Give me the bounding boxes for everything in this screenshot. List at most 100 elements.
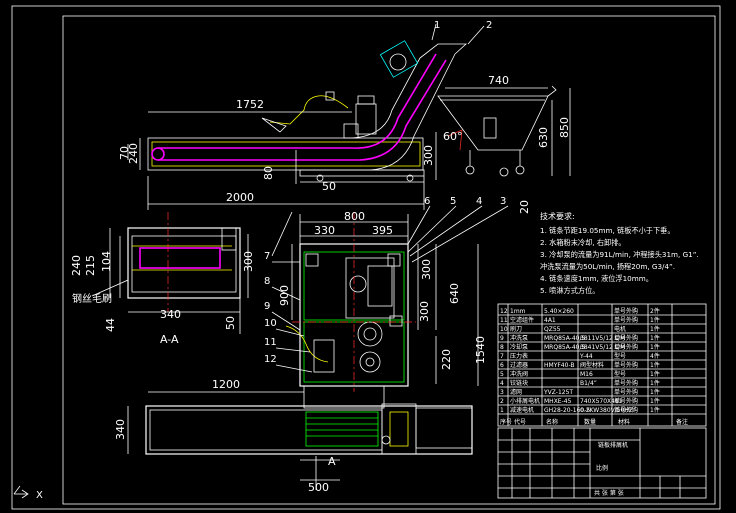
dim-aa-50: 50	[224, 316, 237, 330]
bom-cell-index: 2	[500, 398, 504, 405]
dim-80-top: 80	[262, 166, 275, 180]
balloon-9: 9	[264, 301, 270, 312]
dim-740: 740	[488, 74, 509, 87]
technical-notes: 技术要求: 1. 链条节距19.05mm, 链板不小于下垂。 2. 水箱粉末冷却…	[540, 211, 699, 295]
dim-850: 850	[558, 117, 571, 138]
bom-cell-name: 冷却泵	[510, 343, 528, 351]
bom-cell-note: 1件	[650, 406, 660, 414]
bom-cell-mat: 单号外购	[614, 307, 638, 315]
bom-cell-spec: MHXE-45	[544, 398, 572, 405]
dim-aa-104: 104	[100, 251, 113, 272]
note-line-1: 1. 链条节距19.05mm, 链板不小于下垂。	[540, 226, 675, 235]
bom-cell-index: 1	[500, 407, 504, 414]
bom-cell-mat: 型号	[614, 370, 626, 378]
dim-240-top: 240	[127, 143, 140, 164]
bom-cell-index: 5	[500, 371, 504, 378]
bom-cell-spec: HMYF40-B	[544, 362, 575, 369]
bom-cell-index: 11	[500, 317, 508, 324]
bom-cell-note: 4件	[650, 352, 660, 360]
bom-header-cell: 数量	[584, 418, 596, 426]
pump-motor	[355, 103, 377, 135]
bom-cell-spec: 5.40×260	[544, 308, 574, 315]
dim-60deg: 60°	[443, 130, 463, 143]
bom-cell-note: 2件	[650, 307, 660, 315]
bom-cell-mat: 单号外购	[614, 379, 638, 387]
bom-cell-note: 1件	[650, 388, 660, 396]
dim-1540: 1540	[474, 336, 487, 364]
dim-aa-215: 215	[84, 255, 97, 276]
balloon-6: 6	[424, 196, 430, 207]
bom-cell-mat: 单号外购	[614, 406, 638, 414]
bom-header-cell: 材料	[618, 418, 630, 426]
bom-cell-mat: 单号外购	[614, 361, 638, 369]
dim-1752: 1752	[236, 98, 264, 111]
balloon-2: 2	[486, 20, 492, 31]
title-block: 链板排屑机 比例 共 张 第 张	[497, 427, 707, 499]
conveyor-elevation-view	[127, 23, 571, 210]
section-arrow-label: A	[328, 455, 336, 468]
balloon-8: 8	[264, 276, 270, 287]
bom-cell-mat: 单号外购	[614, 397, 638, 405]
ucs-icon: X	[13, 485, 43, 501]
dim-300-plan-a: 300	[420, 259, 433, 280]
chip-cart	[437, 95, 549, 151]
section-aa-view	[91, 212, 249, 334]
dim-330: 330	[314, 224, 335, 237]
bom-cell-index: 10	[500, 326, 508, 333]
bom-cell-index: 9	[500, 335, 504, 342]
bom-cell-mat: 电机	[614, 325, 626, 333]
bom-header-cell: 备注	[676, 418, 688, 426]
dim-aa-300: 300	[242, 251, 255, 272]
bom-cell-note: 1件	[650, 334, 660, 342]
bom-cell-mat: 单号外购	[614, 388, 638, 396]
bom-cell-index: 4	[500, 380, 504, 387]
coolant-hose	[269, 95, 349, 125]
plan-view	[285, 205, 509, 392]
bom-cell-name: 1mm	[510, 308, 526, 315]
bom-cell-qty: 0.2KW380V/50HZ	[580, 407, 633, 414]
drawing-name: 链板排屑机	[598, 441, 628, 449]
conveyor-plan-view	[127, 385, 473, 490]
bom-cell-note: 1件	[650, 361, 660, 369]
dim-300-top: 300	[422, 145, 435, 166]
dim-395: 395	[372, 224, 393, 237]
balloon-10: 10	[264, 318, 277, 329]
note-line-2: 2. 水箱粉末冷却, 右卸排。	[540, 238, 626, 247]
balloon-1: 1	[434, 20, 440, 31]
dim-aa-240: 240	[70, 255, 83, 276]
bom-cell-spec: GH28-20-160-S	[544, 407, 590, 414]
bom-cell-spec: YVZ-125T	[543, 389, 573, 396]
conveyor-body	[147, 137, 424, 171]
bom-cell-index: 12	[500, 308, 508, 315]
bom-cell-note: 1件	[650, 379, 660, 387]
sheet-label: 共 张 第 张	[594, 489, 624, 497]
chain-path	[158, 53, 437, 149]
bom-cell-spec: MRQ85A-40/5	[544, 335, 585, 342]
bom-header-cell: 序号	[500, 418, 512, 426]
bom-cell-note: 1件	[650, 343, 660, 351]
dim-aa-340: 340	[160, 308, 181, 321]
dim-630: 630	[537, 127, 550, 148]
bom-cell-name: 过滤器	[510, 361, 528, 369]
bom-cell-name: 冲洗泵	[510, 334, 528, 342]
bom-cell-qty: 阀型材料	[580, 361, 604, 369]
dim-900: 900	[278, 285, 291, 306]
bom-cell-mat: 单号外购	[614, 334, 638, 342]
dim-500: 500	[308, 481, 329, 494]
bom-cell-note: 1件	[650, 325, 660, 333]
bom-cell-mat: 单号外购	[614, 343, 638, 351]
ucs-x-label: X	[36, 490, 43, 501]
bom-cell-index: 6	[500, 362, 504, 369]
bom-cell-index: 8	[500, 344, 504, 351]
dim-800: 800	[344, 210, 365, 223]
bom-cell-mat: 型号	[614, 352, 626, 360]
bom-cell-index: 3	[500, 389, 504, 396]
bom-cell-note: 1件	[650, 316, 660, 324]
drawing-border-outer	[11, 5, 721, 510]
scale-label: 比例	[596, 464, 608, 472]
bom-cell-index: 7	[500, 353, 504, 360]
dim-640: 640	[448, 283, 461, 304]
dim-70-top: 70	[118, 146, 131, 160]
bom-cell-name: 减速电机	[510, 406, 534, 414]
